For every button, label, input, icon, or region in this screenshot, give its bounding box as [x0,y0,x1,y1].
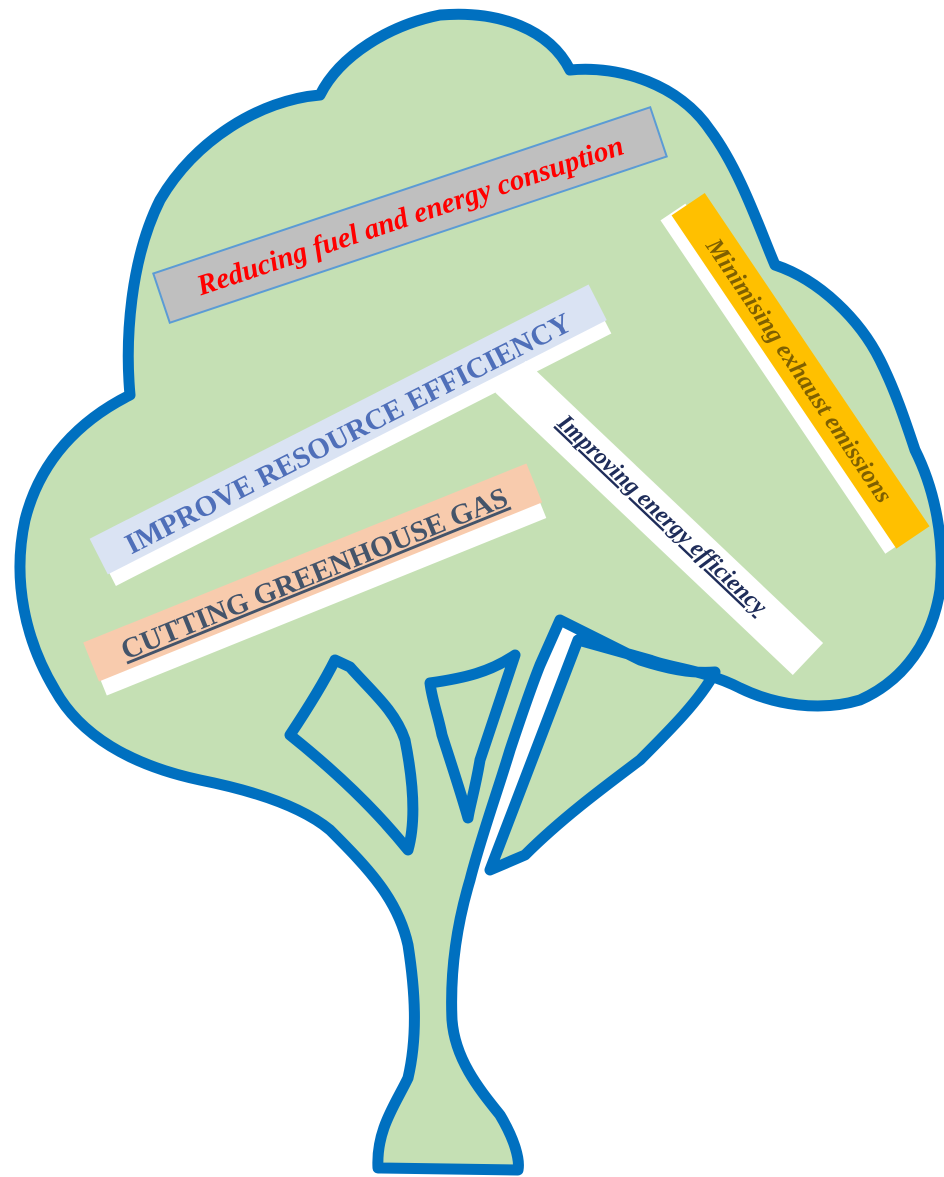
tree-shape [14,8,944,1176]
label-exhaust-emissions-box [671,193,930,549]
label-fuel-consumption-box [152,105,668,325]
label-greenhouse-gas-box [83,463,543,682]
label-resource-efficiency-box [89,284,607,575]
label-energy-efficiency-box [495,360,824,675]
